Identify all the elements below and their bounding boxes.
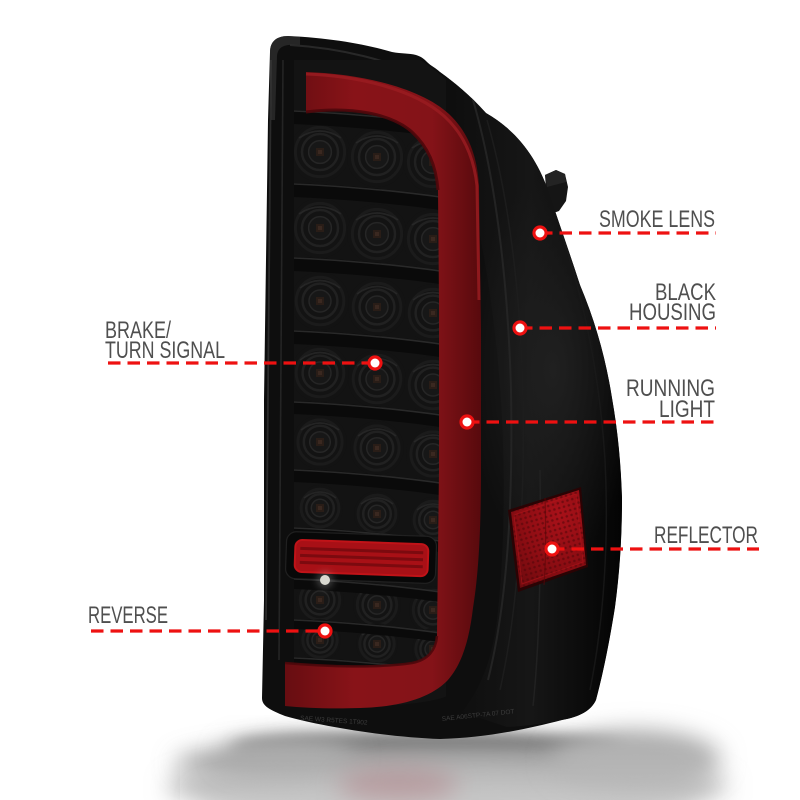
svg-text:RUNNING: RUNNING <box>626 375 715 402</box>
svg-text:SAE W3 R5TES 1T902: SAE W3 R5TES 1T902 <box>300 715 368 727</box>
svg-text:HOUSING: HOUSING <box>629 299 716 326</box>
svg-text:REFLECTOR: REFLECTOR <box>654 522 758 549</box>
svg-text:LIGHT: LIGHT <box>659 396 715 423</box>
svg-text:TURN SIGNAL: TURN SIGNAL <box>105 337 225 364</box>
svg-text:REVERSE: REVERSE <box>88 602 168 629</box>
svg-text:BLACK: BLACK <box>655 279 716 306</box>
svg-text:SMOKE LENS: SMOKE LENS <box>599 206 715 233</box>
svg-text:BRAKE/: BRAKE/ <box>105 317 171 344</box>
